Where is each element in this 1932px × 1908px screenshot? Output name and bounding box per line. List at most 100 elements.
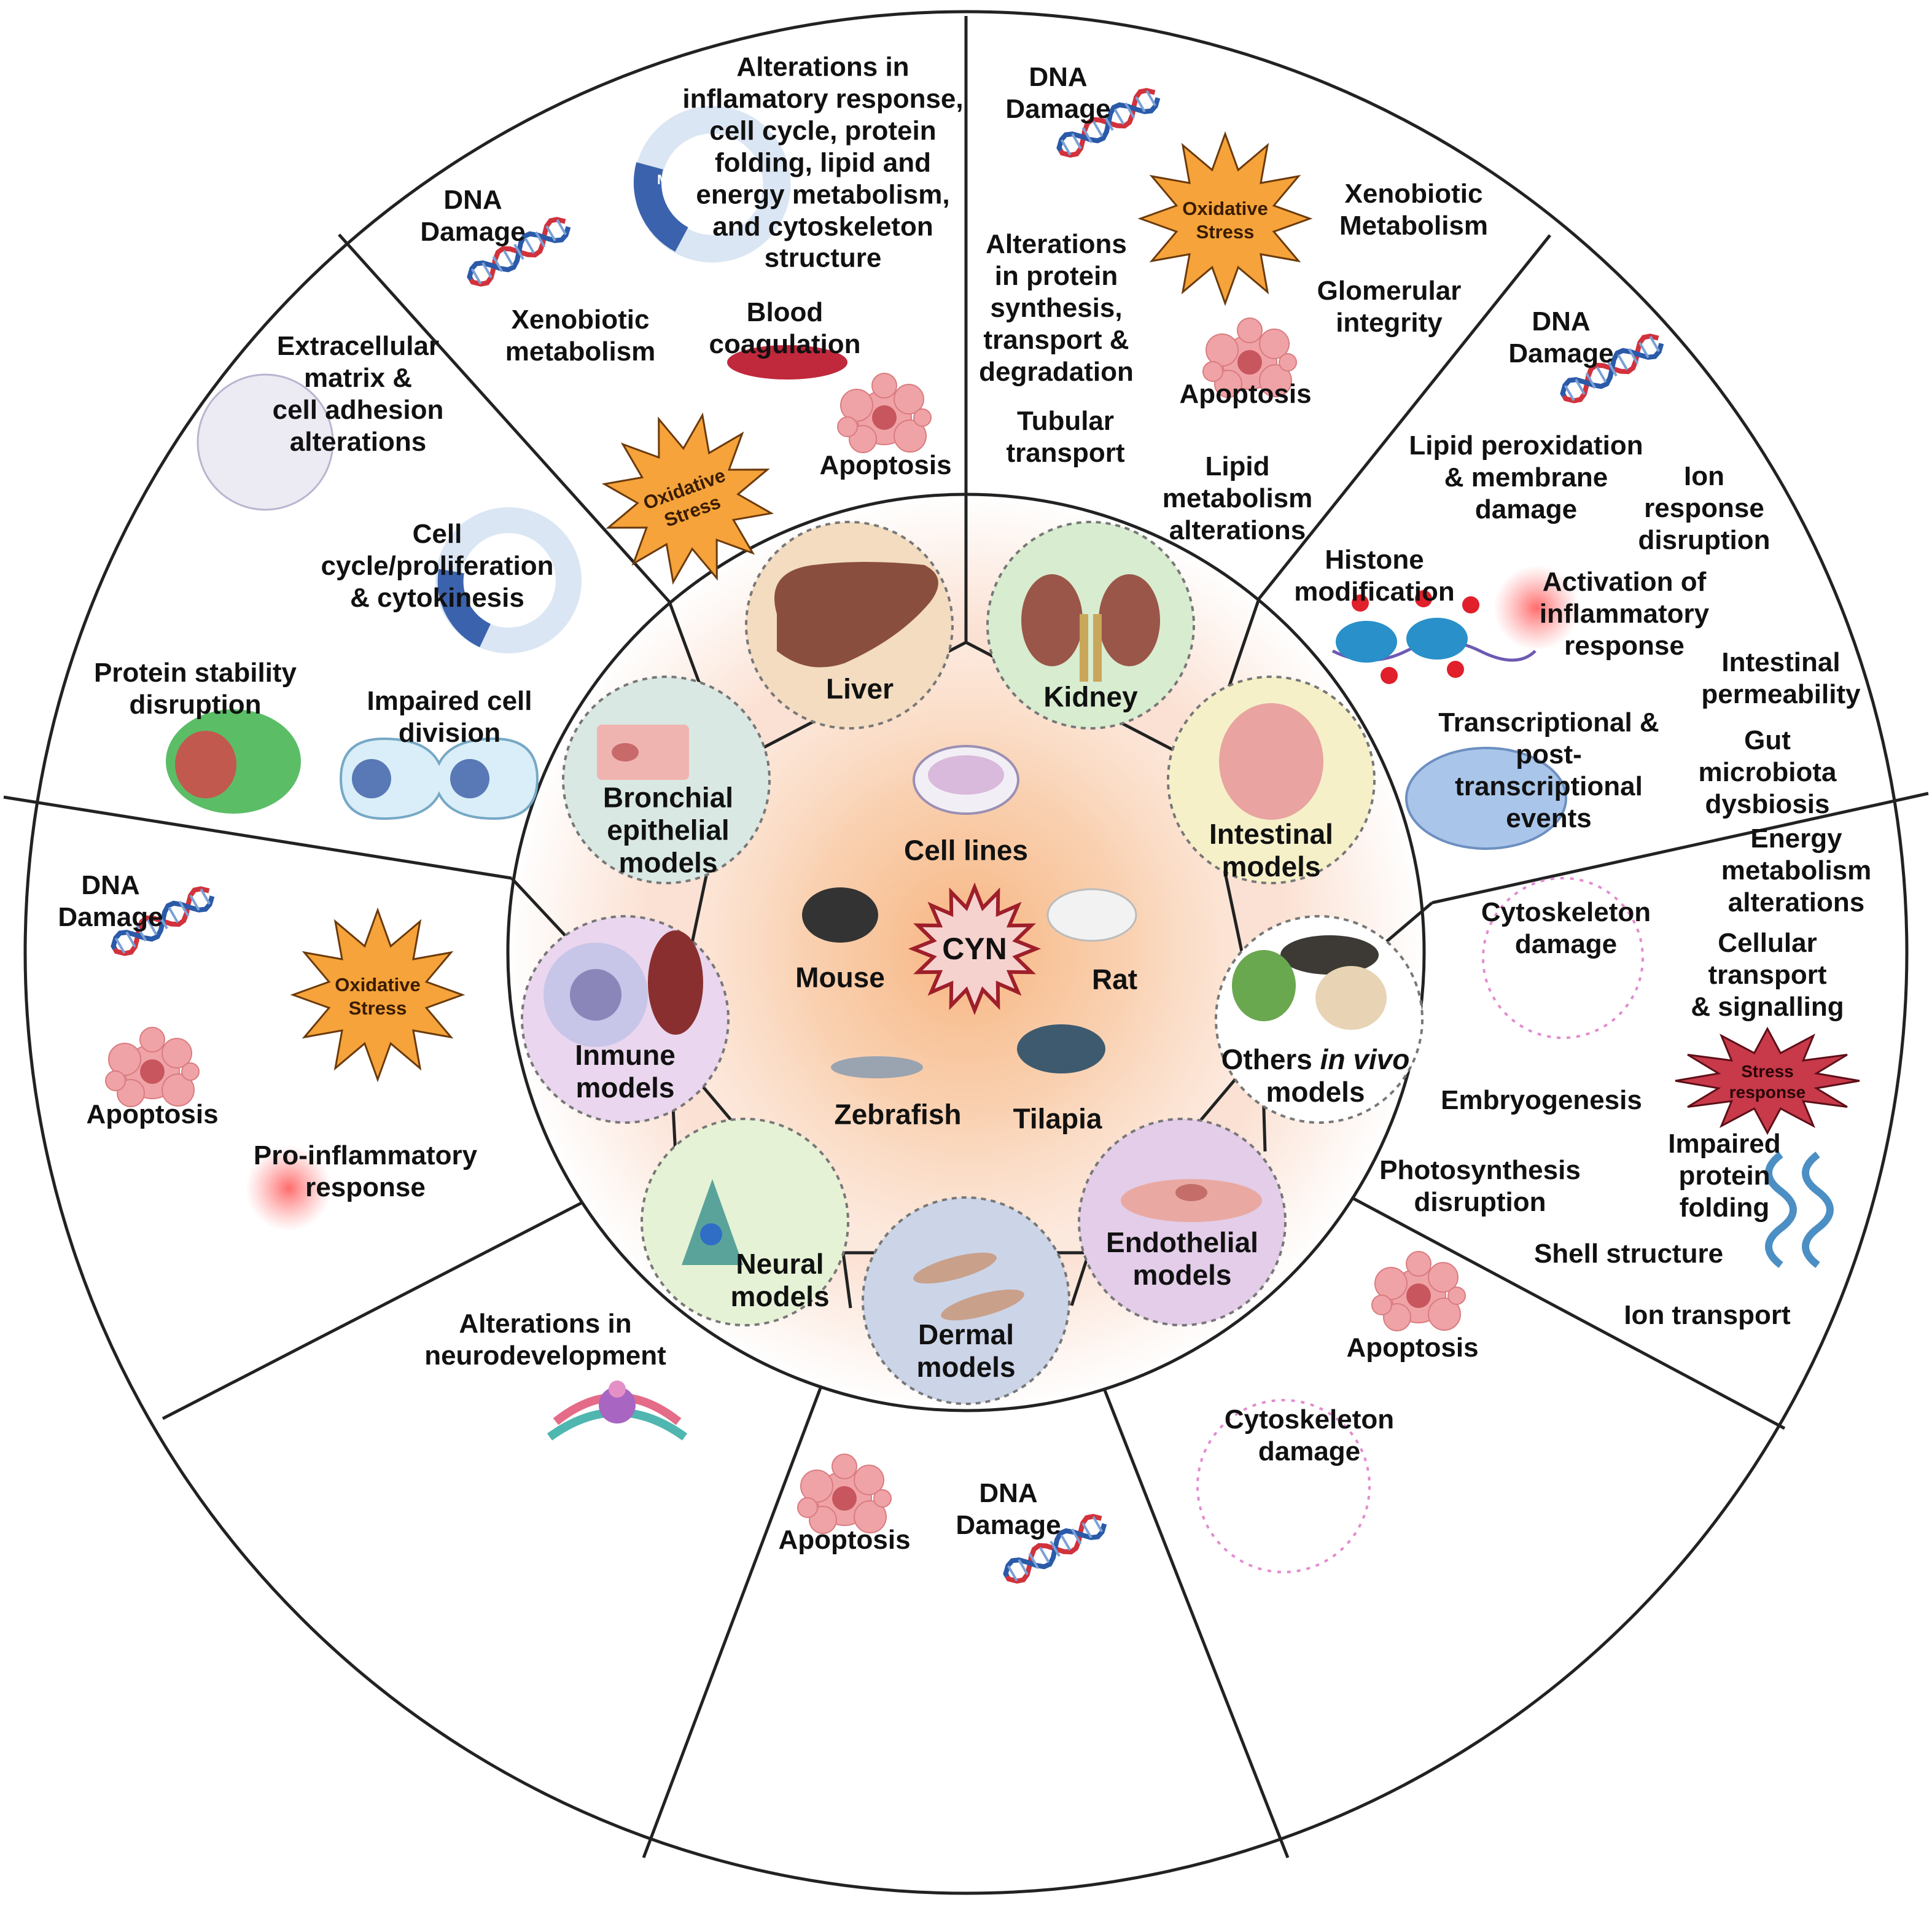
effect-kidney-xenobiotic: Xenobiotic Metabolism	[1339, 179, 1489, 241]
inflammation-glow-immune	[246, 1145, 332, 1231]
organ-label-liver: Liver	[826, 672, 894, 705]
apoptosis-icons	[105, 317, 1466, 1534]
tilapia-icon	[1017, 1024, 1105, 1073]
endothelial-circle	[1078, 1118, 1287, 1326]
organ-label-others: Others in vivo models	[1221, 1043, 1410, 1108]
effect-intestinal-permeability: Intestinal permeability	[1701, 647, 1861, 709]
blood-clot-icon	[727, 345, 847, 380]
inflammation-glow-intestinal	[1494, 565, 1579, 651]
cyn-burst: CYN	[908, 882, 1042, 1016]
effect-bronchial-protein-stability: Protein stability disruption	[93, 658, 297, 720]
effect-intestinal-ion-response: Ion response disruption	[1638, 461, 1770, 555]
kidney-icon	[1021, 574, 1083, 666]
zebrafish-icon	[831, 1056, 923, 1078]
red-cell-icon	[648, 930, 703, 1035]
cyn-title: CYN	[942, 932, 1007, 966]
apoptosis-icon	[1202, 317, 1297, 398]
mussel-icon	[1280, 935, 1379, 975]
effect-liver-blood-coagulation: Blood coagulation	[709, 297, 861, 359]
organ-label-immune: Inmune models	[575, 1039, 676, 1104]
dna-icons	[111, 88, 1664, 1584]
effect-intestinal-transcriptional: Transcriptional & post- transcriptional …	[1438, 707, 1659, 833]
organ-icons	[543, 562, 1387, 1321]
stress-response-label: Stress	[1741, 1062, 1794, 1081]
dna-helix-icon	[467, 217, 571, 287]
oxidative-stress-label: Stress	[349, 997, 407, 1019]
cyn-star	[908, 882, 1042, 1016]
neuron-icon	[682, 1179, 743, 1265]
effect-others-photosynthesis: Photosynthesis disruption	[1379, 1155, 1581, 1217]
hub-icons	[802, 745, 1137, 1078]
organ-label-dermal: Dermal models	[916, 1318, 1016, 1383]
hub-label-zebrafish: Zebrafish	[834, 1098, 962, 1131]
svg-text:M: M	[657, 172, 668, 187]
effect-kidney-protein-alterations: Alterations in protein synthesis, transp…	[979, 229, 1134, 387]
apoptosis-icon	[837, 373, 932, 453]
effect-kidney-apoptosis: Apoptosis	[1179, 379, 1312, 410]
effect-liver-xenobiotic: Xenobiotic metabolism	[505, 305, 656, 367]
effect-intestinal-gut-microbiota: Gut microbiota dysbiosis	[1698, 725, 1837, 819]
effect-liver-alterations: Alterations in inflamatory response, cel…	[682, 52, 964, 273]
effect-kidney-glomerular: Glomerular integrity	[1317, 276, 1462, 338]
neurodevelopment-icon	[547, 1380, 688, 1441]
cellcycle-liver: M	[633, 106, 791, 263]
liver-icon	[774, 562, 938, 668]
effect-others-energy: Energy metabolism alterations	[1721, 824, 1872, 917]
effect-intestinal-inflammatory: Activation of inflammatory response	[1539, 567, 1710, 661]
dermal-cell-icon	[913, 1252, 997, 1284]
effect-intestinal-histone: Histone modification	[1294, 545, 1455, 607]
organ-circles	[521, 521, 1424, 1405]
dna-helix-icon	[111, 886, 215, 956]
effect-bronchial-cell-cycle: Cell cycle/proliferation & cytokinesis	[321, 519, 554, 613]
oxidative-stress-label: Oxidative	[335, 974, 421, 995]
apoptosis-icon	[105, 1027, 200, 1107]
organ-label-intestinal: Intestinal models	[1209, 818, 1333, 882]
hub-label-cell-lines: Cell lines	[904, 834, 1028, 866]
effect-kidney-dna-damage: DNA Damage	[1005, 62, 1111, 124]
effect-immune-apoptosis: Apoptosis	[86, 1099, 219, 1130]
effect-kidney-tubular: Tubular transport	[1006, 406, 1125, 468]
oxidative-stress-label: Oxidative	[1182, 198, 1268, 219]
dna-helix-icon	[1056, 88, 1161, 158]
effect-dermal-dna-damage: DNA Damage	[956, 1478, 1061, 1540]
effect-bronchial-impaired-division: Impaired cell division	[367, 686, 532, 748]
hub-label-rat: Rat	[1091, 963, 1138, 995]
effect-others-protein-folding: Impaired protein folding	[1668, 1129, 1781, 1223]
lettuce-icon	[1232, 950, 1296, 1021]
kidney-circle	[986, 521, 1195, 730]
effect-others-cellular-transport: Cellular transport & signalling	[1691, 928, 1844, 1022]
dna-helix-icon	[1003, 1514, 1107, 1584]
effect-others-shell: Shell structure	[1533, 1239, 1724, 1269]
apoptosis-icon	[1371, 1251, 1466, 1331]
organ-label-bronchial: Bronchial epithelial models	[602, 781, 734, 879]
effect-immune-dna-damage: DNA Damage	[58, 870, 163, 932]
organ-label-endothelial: Endothelial models	[1106, 1226, 1258, 1291]
oxidative-stress-label: Stress	[1196, 221, 1255, 243]
dividing-cell-icon	[339, 737, 539, 820]
effect-dermal-apoptosis: Apoptosis	[778, 1525, 911, 1556]
bronchial-cell-icon	[597, 725, 689, 780]
effect-immune-pro-inflammatory: Pro-inflammatory response	[253, 1140, 478, 1202]
apoptosis-icon	[797, 1454, 892, 1534]
stress-response-label: response	[1729, 1083, 1806, 1102]
effect-liver-dna-damage: DNA Damage	[420, 185, 526, 247]
clam-icon	[1315, 966, 1387, 1030]
rat-icon	[1046, 888, 1137, 942]
effect-neural-neurodevelopment: Alterations in neurodevelopment	[424, 1309, 666, 1371]
hub-label-tilapia: Tilapia	[1013, 1102, 1102, 1135]
neural-circle	[641, 1118, 849, 1326]
cytoskeleton-icon-others	[1482, 877, 1644, 1039]
effect-others-cytoskeleton: Cytoskeleton damage	[1481, 897, 1651, 959]
organ-label-kidney: Kidney	[1043, 680, 1138, 713]
effect-intestinal-lipid-peroxidation: Lipid peroxidation & membrane damage	[1409, 430, 1643, 524]
effect-others-embryogenesis: Embryogenesis	[1441, 1085, 1642, 1116]
effect-kidney-lipid: Lipid metabolism alterations	[1162, 451, 1313, 545]
effect-endothelial-cytoskeleton: Cytoskeleton damage	[1224, 1404, 1395, 1466]
stress-response-burst: Stress response	[1675, 1026, 1860, 1135]
dna-helix-icon	[1560, 333, 1664, 403]
